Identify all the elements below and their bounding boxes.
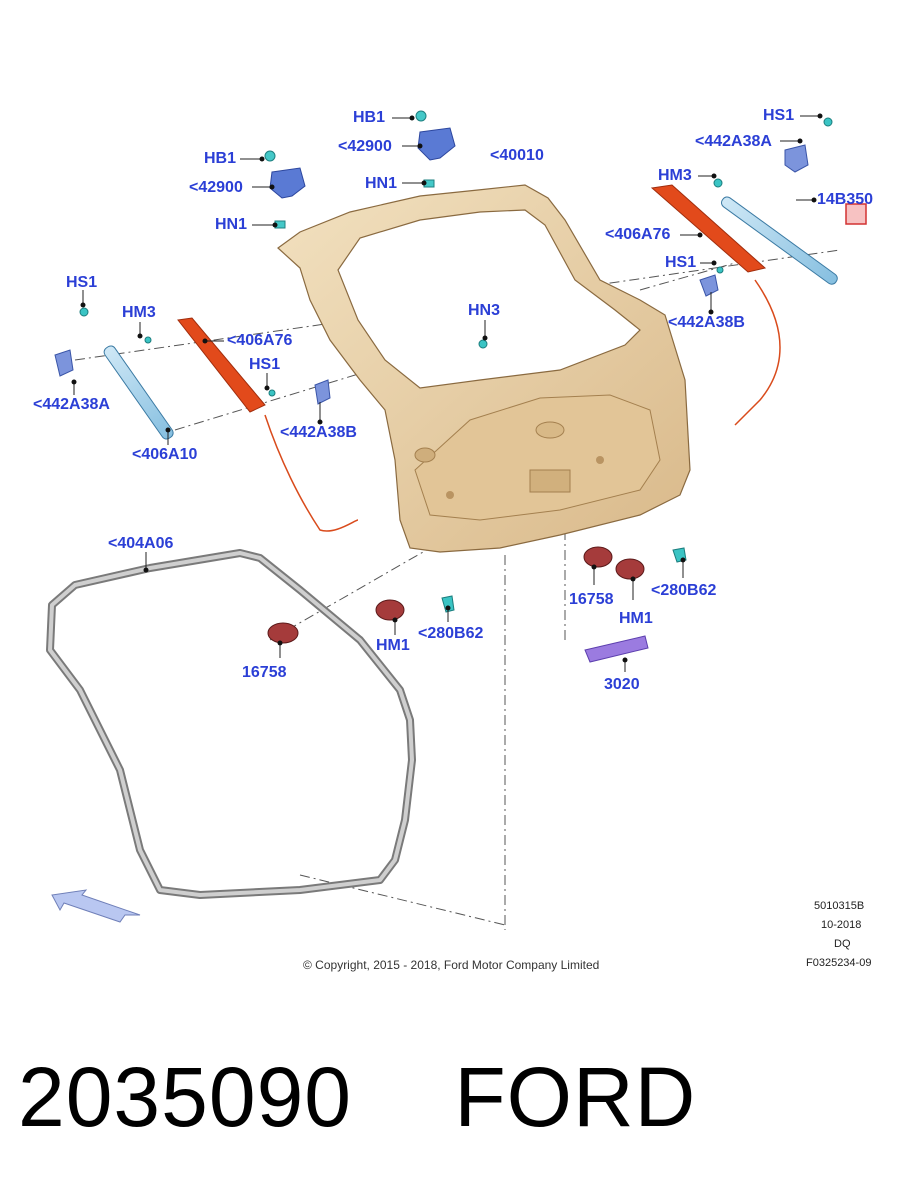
label-hb1-center: HB1 bbox=[353, 109, 386, 126]
label-40010: <40010 bbox=[490, 147, 544, 164]
caption: 2035090 FORD bbox=[18, 1055, 696, 1139]
caption-brand: FORD bbox=[454, 1050, 697, 1144]
label-hm3-left: HM3 bbox=[122, 304, 156, 321]
gas-strut-right bbox=[721, 196, 838, 285]
label-442a38a-top-right: <442A38A bbox=[695, 133, 772, 150]
label-hb1-left: HB1 bbox=[204, 150, 237, 167]
trim-strip-right bbox=[650, 184, 781, 426]
label-16758-right: 16758 bbox=[569, 591, 614, 608]
strut-bracket-icons bbox=[54, 144, 809, 405]
label-hm3-right: HM3 bbox=[658, 167, 692, 184]
label-280b62-left: <280B62 bbox=[418, 625, 484, 642]
label-hn3: HN3 bbox=[468, 302, 501, 319]
caption-part-number: 2035090 bbox=[18, 1050, 353, 1144]
label-406a76-left: <406A76 bbox=[227, 332, 293, 349]
leader-dots bbox=[71, 113, 823, 663]
gas-strut-left bbox=[103, 345, 174, 440]
weatherstrip-seal bbox=[46, 549, 416, 899]
meta-code: DQ bbox=[834, 938, 851, 950]
label-hm1-left: HM1 bbox=[376, 637, 410, 654]
label-hs1-left: HS1 bbox=[66, 274, 98, 291]
meta-ref: 5010315B bbox=[814, 900, 865, 912]
hinge-left-icon bbox=[264, 150, 306, 229]
label-14b350: 14B350 bbox=[817, 191, 874, 208]
front-direction-arrow-icon bbox=[51, 889, 141, 923]
label-42900-center: <42900 bbox=[338, 138, 392, 155]
label-hm1-right: HM1 bbox=[619, 610, 653, 627]
label-hn1-center: HN1 bbox=[365, 175, 398, 192]
label-406a10: <406A10 bbox=[132, 446, 198, 463]
bumper-icons bbox=[267, 546, 645, 644]
leader-lines bbox=[73, 115, 820, 672]
label-hs1-top-right: HS1 bbox=[763, 107, 795, 124]
label-406a76-right: <406A76 bbox=[605, 226, 671, 243]
label-442a38a-left: <442A38A bbox=[33, 396, 110, 413]
hinge-center-icon bbox=[415, 110, 456, 188]
meta-date: 10-2018 bbox=[821, 919, 862, 931]
label-280b62-right: <280B62 bbox=[651, 582, 717, 599]
label-hs1-right: HS1 bbox=[665, 254, 697, 271]
exploded-liftgate-diagram bbox=[46, 110, 867, 930]
label-hn1-left: HN1 bbox=[215, 216, 248, 233]
label-442a38b-right: <442A38B bbox=[668, 314, 745, 331]
bracket-3020 bbox=[584, 635, 649, 663]
label-442a38b-left: <442A38B bbox=[280, 424, 357, 441]
marker-square bbox=[845, 203, 867, 225]
label-3020: 3020 bbox=[604, 676, 640, 693]
meta-figure: F0325234-09 bbox=[806, 957, 872, 969]
label-404a06: <404A06 bbox=[108, 535, 174, 552]
copyright-notice: © Copyright, 2015 - 2018, Ford Motor Com… bbox=[303, 958, 600, 972]
trim-strip-left bbox=[177, 317, 359, 532]
clip-icons bbox=[79, 117, 833, 613]
label-42900-left: <42900 bbox=[189, 179, 243, 196]
liftgate-inner-panel bbox=[277, 184, 691, 553]
label-hs1-mid-left: HS1 bbox=[249, 356, 281, 373]
label-16758-left: 16758 bbox=[242, 664, 287, 681]
